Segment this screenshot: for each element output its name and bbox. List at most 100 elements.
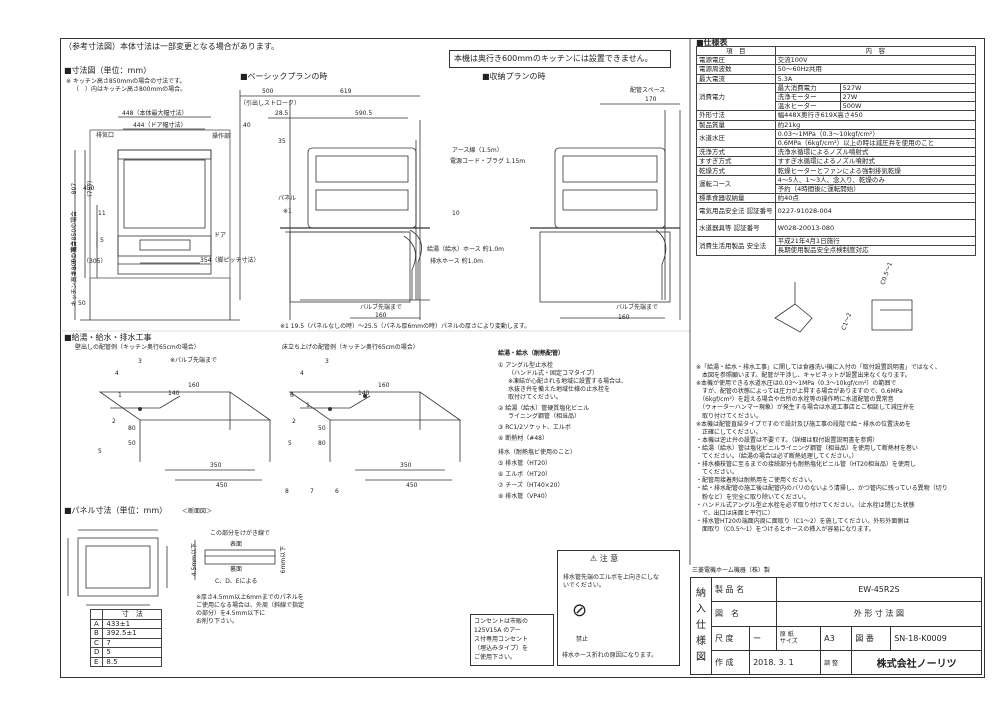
kitchen-warning-box [449, 50, 671, 68]
base-plan-unit-outline [307, 147, 417, 229]
pipe-dim-right-1: 160 [378, 382, 390, 389]
piping-title: ■給湯・給水・排水工事 [64, 333, 152, 342]
pipe-num-right-8: 8 [285, 488, 289, 495]
pipe-num-left-3: 3 [138, 358, 142, 365]
pipe-dim-right-2: 140 [358, 390, 370, 397]
part-7: ⑦ チーズ（HT40×20） [498, 482, 564, 489]
part-1: ① アングル型止水栓 [498, 362, 554, 369]
dim-807: 807 [71, 182, 79, 195]
part-2: ② 給湯（給水）管硬質塩化ビニル [498, 405, 590, 412]
parts-header: 給湯・給水（耐熱配管） [498, 350, 565, 357]
prohibited-icon: ⊘ [572, 600, 588, 621]
pipe-num-right-6b: 6 [335, 488, 339, 495]
dim-444: 444（ドア幅寸法） [133, 122, 187, 129]
pull-stroke-label: （引出しストローク） [240, 100, 301, 107]
pipe-num-right-6a: 6 [290, 392, 294, 399]
dim-28-5: 28.5 [275, 110, 289, 117]
pipe-dim-left-1: 160 [188, 382, 200, 389]
panel-note: ※厚さ4.5mm以上6mmまでのパネルを ご使用になる場合は、外周（斜線で指定 … [196, 594, 305, 625]
pipe-num-left-1: 1 [118, 392, 122, 399]
piping-wall-title: 壁出しの配管例（キッチン奥行65cmの場合） [75, 344, 200, 351]
pipe-num-right-3: 3 [325, 358, 329, 365]
pipe-dim-right-4: 450 [406, 482, 418, 489]
installation-notes: ※「給湯・給水・排水工事」に関しては食器洗い機に入付の「取付設置説明書」ではなく… [696, 364, 948, 533]
dim-590-5: 590.5 [355, 110, 373, 117]
dims-title: ■寸法図（単位：mm） [64, 66, 152, 75]
pipe-num-right-2: 2 [292, 418, 296, 425]
piping-space-label: 配管スペース [630, 87, 666, 94]
dim-35: 35 [278, 138, 286, 145]
dim-170: 170 [645, 96, 657, 103]
exhaust-label: 排気口 [96, 132, 115, 139]
pipe-num-left-4: 4 [115, 370, 119, 377]
piping-floor-title: 床立ち上げの配管例（キッチン奥行65cmの場合） [282, 344, 419, 351]
valve-tip-right: バルブ先端まで [616, 304, 659, 311]
storage-plan-title: ■収納プランの時 [482, 72, 546, 81]
pipe-dim-right-5: 50 [318, 425, 326, 432]
supply-hose-label: 給湯（給水）ホース 約1.0m [427, 246, 504, 253]
pipe-dim-left-3: 350 [210, 462, 222, 469]
part-4: ④ 断熱材（#48） [498, 435, 548, 442]
base-plan-title: ■ベーシックプランの時 [240, 72, 328, 81]
caution-box [557, 550, 680, 666]
dim-11: 11 [98, 210, 106, 217]
power-cord-label: 電源コード・プラグ 1.15m [450, 158, 526, 165]
dim-160-right: 160 [618, 314, 630, 321]
dim-40: 40 [243, 122, 251, 129]
pipe-num-right-7: 7 [310, 488, 314, 495]
dim-500: 500 [262, 88, 274, 95]
dim-50: 50 [78, 300, 86, 307]
part-8: ⑧ 排水管（VP40） [498, 493, 551, 500]
dim-pitch: 354（脚ピッチ寸法） [200, 257, 260, 264]
kitchen-warning: 本機は奥行き600mmのキッチンには設置できません。 [454, 54, 653, 63]
dims-note-1: ※ キッチン高さ850mmの場合の寸法です。 [66, 78, 186, 85]
pipe-num-right-1: 1 [306, 402, 310, 409]
dim-448: 448（本体最大幅寸法） [122, 110, 188, 117]
thickness-label: 4.5mm以下 [191, 542, 199, 577]
caution-title: ⚠ 注 意 [590, 554, 619, 563]
dim-160-left: 160 [375, 312, 387, 319]
warning-triangle-icon: ⚠ [590, 554, 598, 563]
door-label: ドア [214, 232, 227, 239]
dishwasher-front-outline [117, 149, 212, 275]
pipe-dim-left-6: 50 [128, 440, 136, 447]
cde-label: C、D、Eによる [215, 578, 258, 585]
control-label: 操作部 [212, 133, 231, 140]
panel-title: ■パネル寸法（単位：mm） [64, 506, 168, 515]
storage-plan-unit-outline [554, 147, 666, 229]
dims-note-2: （ ）内はキッチン高さ800mmの場合。 [73, 86, 187, 93]
outlet-note-box [470, 614, 554, 666]
valve-tip-left: バルブ先端まで [360, 304, 403, 311]
valve-tip-note: ※バルブ先端まで [170, 357, 218, 364]
title-block: 納入仕様図 製 品 名 EW-45R2S 図 名 外 形 寸 法 図 尺 度 ー… [690, 576, 983, 676]
dim-5: 5 [100, 237, 104, 244]
pipe-num-left-2: 2 [112, 418, 116, 425]
prohibit-label: 禁止 [576, 636, 589, 643]
pipe-dim-left-5: 80 [128, 425, 136, 432]
reference-note: （参考寸法図）本体寸法は一部変更となる場合があります。 [64, 42, 279, 51]
thickness6-label: 6mm以下 [280, 545, 288, 574]
drain-hose-label: 排水ホース 約1.0m [430, 258, 483, 265]
caution-text: 排水管先端のエルボを上向きにしないでください。 [563, 574, 660, 589]
pipe-num-right-5: 5 [288, 440, 292, 447]
back-face-label: 裏面 [230, 566, 243, 573]
pipe-num-right-4: 4 [300, 370, 304, 377]
pipe-dim-left-2: 140 [168, 390, 180, 397]
panel-label: パネル [278, 195, 297, 202]
pipe-dim-right-3: 350 [400, 462, 412, 469]
score-line-label: この部分をけがき線で [210, 530, 271, 537]
pipe-dim-right-6: 80 [318, 440, 326, 447]
pipe-dim-left-4: 450 [216, 482, 228, 489]
part-6: ⑥ エルボ（HT20） [498, 471, 552, 478]
spec-title: ■仕様表 [696, 38, 728, 47]
hose-warning: 排水ホース折れの原因になります。 [562, 652, 658, 659]
dim-619: 619 [340, 88, 352, 95]
dim-305: （305） [83, 258, 107, 265]
title-side: 納入仕様図 [690, 577, 712, 675]
dim-10: 10 [452, 210, 460, 217]
section-label: ＜断面図＞ [182, 508, 213, 515]
earth-wire-label: アース線（1.5m） [452, 147, 503, 154]
